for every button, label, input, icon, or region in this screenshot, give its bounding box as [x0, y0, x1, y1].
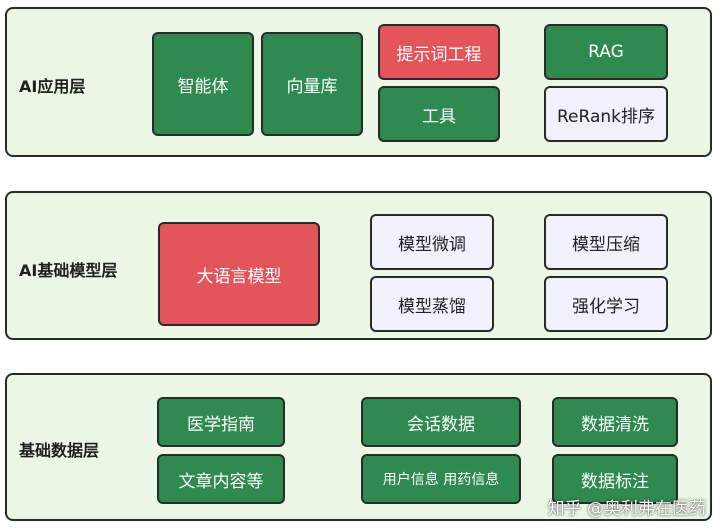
- data-cleaning-box: 数据清洗: [552, 397, 678, 447]
- reinforcement-learning-box: 强化学习: [544, 276, 668, 332]
- articles-box: 文章内容等: [157, 454, 285, 504]
- user-medication-info-box: 用户信息 用药信息: [361, 454, 521, 504]
- layer-label-data: 基础数据层: [19, 441, 100, 460]
- distillation-box: 模型蒸馏: [370, 276, 494, 332]
- layer-label-model: AI基础模型层: [19, 261, 118, 280]
- tools-box: 工具: [378, 86, 500, 142]
- zhihu-watermark: 知乎 @奥利弗在医药: [547, 499, 706, 519]
- ai-foundation-model-layer: AI基础模型层 大语言模型 模型微调 模型蒸馏 模型压缩 强化学习: [5, 191, 712, 340]
- medical-guidelines-box: 医学指南: [157, 397, 285, 447]
- compression-box: 模型压缩: [544, 214, 668, 270]
- agent-box: 智能体: [152, 32, 254, 136]
- conversation-data-box: 会话数据: [361, 397, 521, 447]
- prompt-engineering-box: 提示词工程: [378, 24, 500, 80]
- rag-box: RAG: [544, 24, 668, 80]
- layer-label-application: AI应用层: [19, 77, 86, 96]
- rerank-box: ReRank排序: [544, 86, 668, 142]
- data-annotation-box: 数据标注: [552, 454, 678, 504]
- llm-box: 大语言模型: [158, 222, 320, 326]
- vector-db-box: 向量库: [261, 32, 363, 136]
- ai-application-layer: AI应用层 智能体 向量库 提示词工程 工具 RAG ReRank排序: [5, 7, 712, 157]
- foundation-data-layer: 基础数据层 医学指南 文章内容等 会话数据 用户信息 用药信息 数据清洗 数据标…: [5, 373, 712, 521]
- fine-tuning-box: 模型微调: [370, 214, 494, 270]
